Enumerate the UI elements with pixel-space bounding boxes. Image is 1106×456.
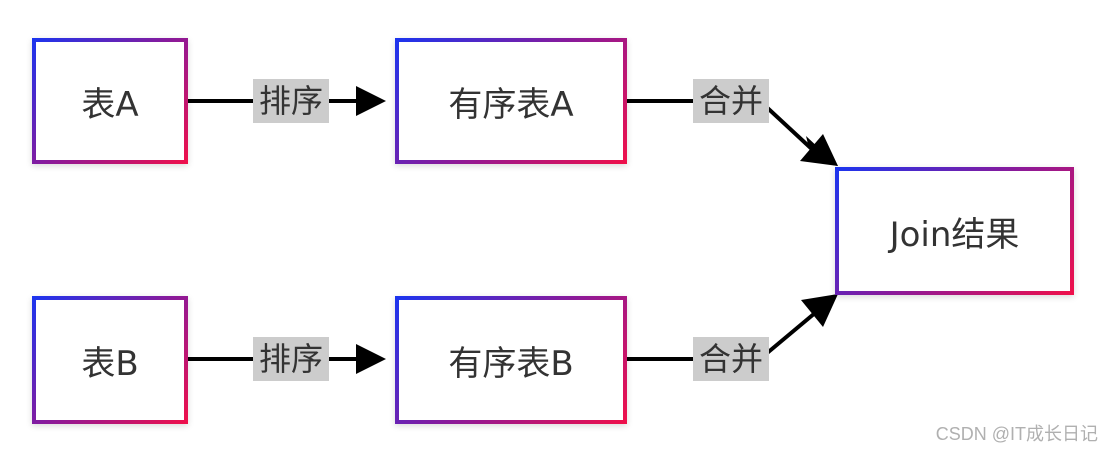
arrowhead-sort-b: [356, 344, 386, 374]
edge-label-merge-a: 合并: [693, 79, 769, 123]
watermark-text: CSDN @IT成长日记: [935, 424, 1098, 444]
node-table-a: 表A: [32, 38, 188, 164]
edge-label-merge-b: 合并: [693, 337, 769, 381]
edge-label-sort-b: 排序: [253, 337, 329, 381]
edge-label-sort-a: 排序: [253, 79, 329, 123]
arrowhead-merge-a-fill: [800, 134, 838, 166]
arrowhead-sort-a: [356, 86, 386, 116]
node-join-result: Join结果: [835, 167, 1074, 295]
arrowhead-merge-b-fill: [801, 294, 838, 327]
node-sorted-a: 有序表A: [395, 38, 627, 164]
node-table-b: 表B: [32, 296, 188, 424]
node-sorted-b: 有序表B: [395, 296, 627, 424]
